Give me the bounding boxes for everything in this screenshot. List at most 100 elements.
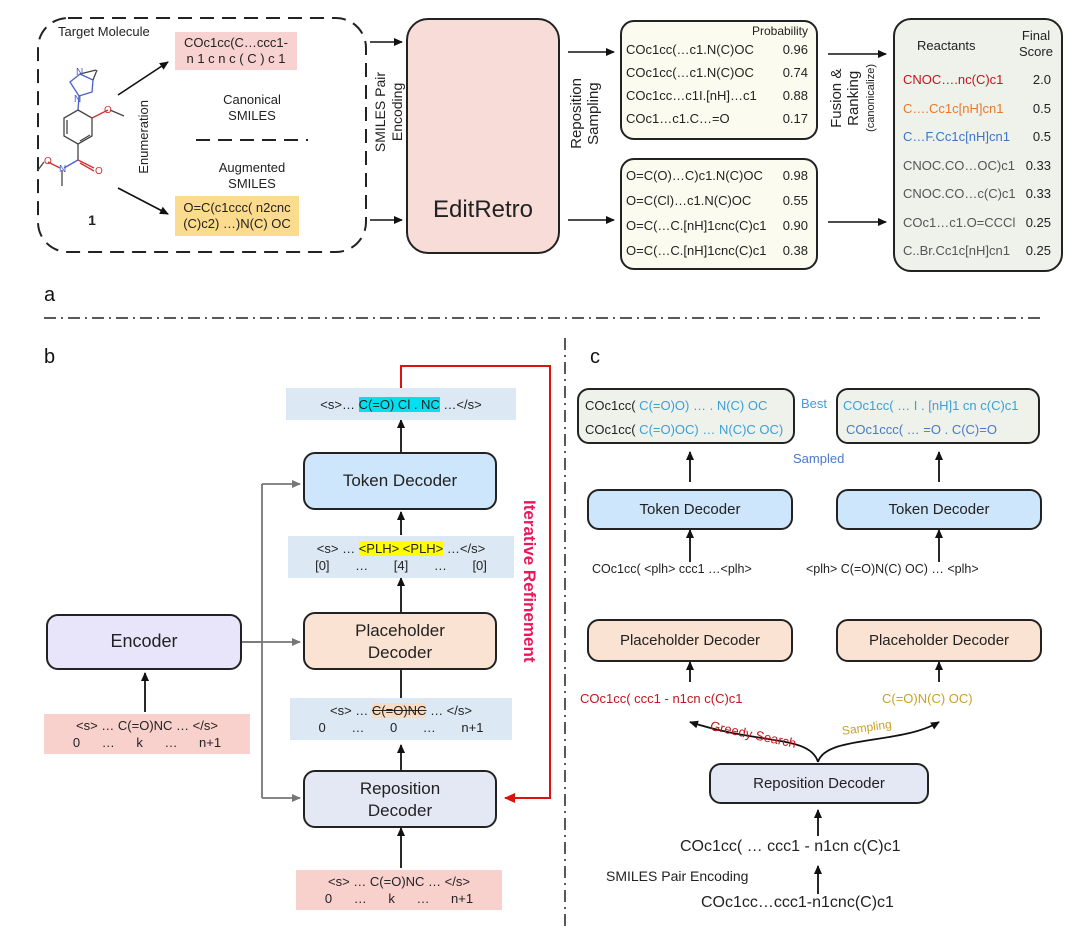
canonical-label-line2: SMILES [228,108,276,123]
greedy-result-sequence: COc1cc( ccc1 - n1cn c(C)c1 [580,691,743,706]
del-seq-prefix: <s> … [330,703,372,718]
output-sequence: <s>… C(=O) Cl . NC …</s> [286,396,516,413]
augmented-smiles-box: O=C(c1ccc( n2cnc (C)c2) …)N(C) OC [175,196,299,236]
result-edit: C(=O)O) [635,398,690,413]
c-right-placeholder-sequence: <plh> C(=O)N(C) OC) … <plh> [806,562,979,576]
canonical-smiles-line2: n 1 c n c ( C ) c 1 [186,51,286,66]
encoder-box: Encoder [46,614,242,670]
c-reposition-decoder-label: Reposition Decoder [753,775,885,792]
placeholder-sequence: <s> … <PLH> <PLH> …</s> [288,540,514,557]
candidate-probability: 0.38 [782,243,808,258]
augmented-smiles-line2: (C)c2) …)N(C) OC [183,216,291,231]
augmented-smiles-line1: O=C(c1ccc( n2cnc [183,200,291,215]
reposition-label-line1: Reposition [359,779,441,798]
encoder-label: Encoder [110,631,178,651]
reposition-input-box: <s> … C(=O)NC … </s> 0 … k … n+1 [296,870,502,910]
spe-token-sequence: COc1cc( … ccc1 - n1cn c(C)c1 [680,838,901,855]
deletion-sequence-box: <s> … C(=O)NC … </s> 0 … 0 … n+1 [290,698,512,740]
canonical-smiles-box: COc1cc(C…ccc1- n 1 c n c ( C ) c 1 [175,32,297,70]
atom-o: O [95,166,103,177]
atom-o: O [44,156,52,167]
result-rest: … . N(C) OC [689,398,768,413]
ranked-reactant-score: 0.25 [1025,243,1051,258]
reposition-sampling-line2: Sampling [585,82,602,145]
sampled-label: Sampled [793,451,845,466]
encoder-input-indices: 0 … k … n+1 [72,735,222,750]
fusion-line2: Ranking [845,70,862,126]
editretro-title: EditRetro [432,196,534,223]
atom-n: N [76,67,83,78]
target-molecule-structure [37,69,125,186]
placeholder-sequence-box: <s> … <PLH> <PLH> …</s> [0] … [4] … [0] [288,536,514,578]
panel-label-c: c [590,346,600,368]
reposition-label-line2: Decoder [367,801,433,820]
placeholder-label-line2: Decoder [367,643,433,662]
ranked-reactant-smiles: CNOC.CO…OC)c1 [903,157,1015,173]
ranked-reactant-smiles: CNOC….nc(C)c1 [903,72,1004,87]
candidate-smiles: O=C(…C.[nH]1cnc(C)c1 [626,218,767,233]
ranked-reactant-score: 0.33 [1025,157,1051,173]
candidate-probability: 0.17 [782,111,808,126]
ranked-reactant-score: 2.0 [1032,72,1051,87]
panel-label-a: a [44,284,56,306]
reactants-header: Reactants [917,38,976,53]
spe-label: SMILES Pair Encoding [606,868,749,884]
right-result-box: COc1cc( … I . [nH]1 cn c(C)c1 COc1ccc( …… [836,388,1040,444]
encoder-input-box: <s> … C(=O)NC … </s> 0 … k … n+1 [44,714,250,754]
deleted-tokens: C(=O)NC [371,703,427,718]
augmented-label-line1: Augmented [218,160,286,175]
c-right-token-decoder-box: Token Decoder [836,489,1042,530]
canonical-label-line1: Canonical [223,92,281,107]
fusion-line1: Fusion & [828,68,845,128]
candidate-smiles: COc1cc…c1I.[nH]…c1 [626,88,757,103]
candidate-smiles: COc1…c1.C…=O [626,111,730,126]
c-right-placeholder-decoder-label: Placeholder Decoder [868,632,1010,649]
probability-header: Probability [751,24,808,38]
spe-label-line2: Encoding [389,82,405,142]
editretro-model-box [406,18,560,254]
token-decoder-box: Token Decoder [303,452,497,510]
spe-label-line1: SMILES Pair [372,72,388,153]
raw-smiles: COc1cc…ccc1-n1cnc(C)c1 [701,894,894,911]
candidate-probability: 0.74 [782,65,808,80]
target-molecule-label: Target Molecule [58,24,150,39]
output-sequence-box: <s>… C(=O) Cl . NC …</s> [286,388,516,420]
right-result-best: COc1cc( … I . [nH]1 cn c(C)c1 [843,398,1019,413]
reposition-input-indices: 0 … k … n+1 [324,891,474,906]
ranked-reactant-smiles: C…F.Cc1c[nH]cn1 [903,129,1010,144]
deletion-indices: 0 … 0 … n+1 [318,720,484,735]
atom-n: N [74,94,81,105]
output-seq-suffix: …</s> [439,397,482,412]
reposition-input-sequence: <s> … C(=O)NC … </s> [328,874,470,889]
candidate-smiles: O=C(O)…C)c1.N(C)OC [626,168,763,183]
del-seq-suffix: … </s> [426,703,472,718]
result-edit: C(=O)OC) [635,422,699,437]
plh-seq-prefix: <s> … [316,541,359,556]
input-dashed-container [37,17,367,253]
left-result-row: COc1cc( C(=O)O) … . N(C) OC [585,398,767,413]
augmented-label-line2: SMILES [228,176,276,191]
panel-label-b: b [44,346,56,368]
c-reposition-decoder-box: Reposition Decoder [709,763,929,804]
candidate-smiles: COc1cc(…c1.N(C)OC [626,65,754,80]
c-right-token-decoder-label: Token Decoder [888,501,990,518]
compound-number: 1 [88,212,96,228]
fusion-ranking-label: Fusion &Ranking(canonicalize) [828,64,880,132]
greedy-search-curve [689,720,819,763]
result-rest: … N(C)C OC) [698,422,784,437]
c-right-placeholder-decoder-box: Placeholder Decoder [836,619,1042,662]
reposition-sampling-line1: Reposition [568,78,585,149]
candidate-probability: 0.96 [782,42,808,57]
plh-tokens: <PLH> <PLH> [358,541,444,556]
candidate-probability: 0.98 [782,168,808,183]
score-header-line2: Score [1019,44,1053,59]
arrow-to-canonical [117,61,169,96]
ranked-reactant-smiles: COc1…c1.O=CCCl [903,214,1016,230]
